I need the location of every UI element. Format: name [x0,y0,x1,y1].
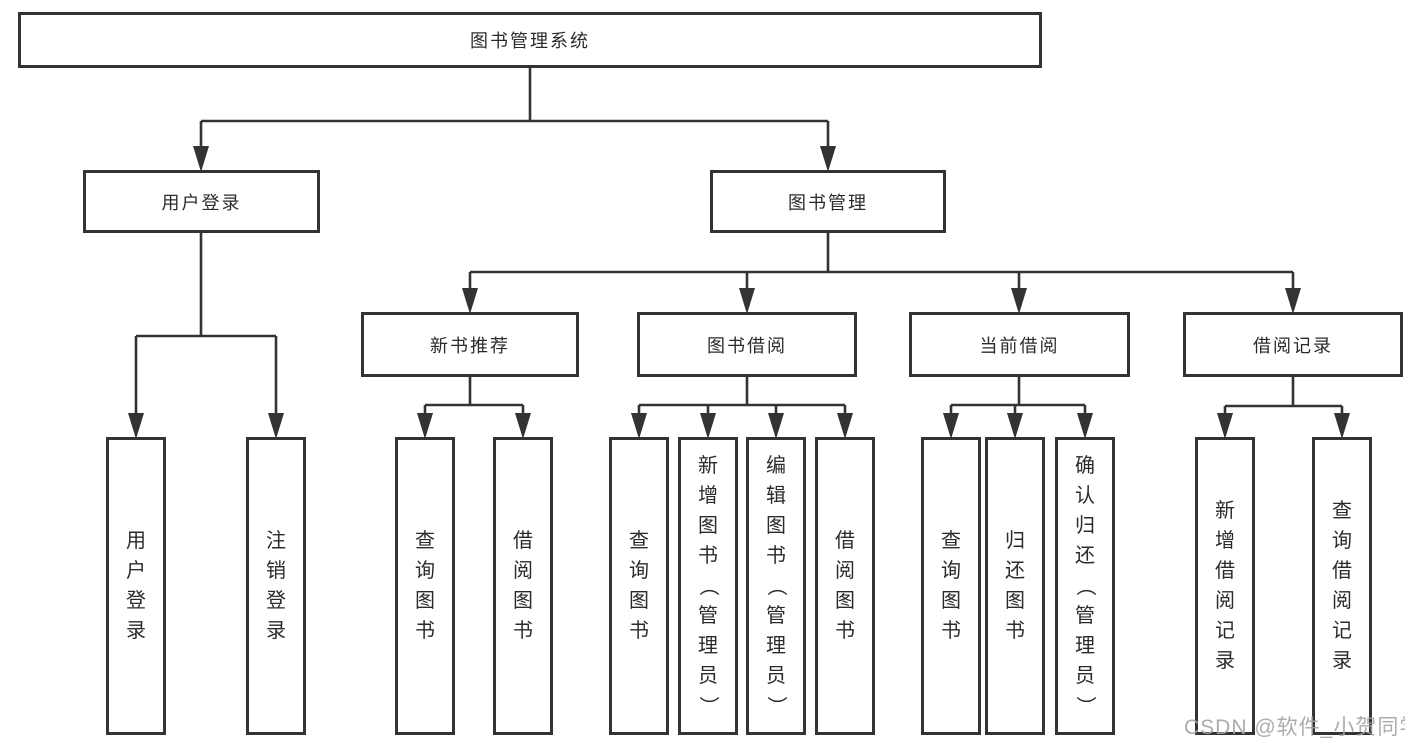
node-book-borrow-label: 图书借阅 [707,335,787,356]
leaf-add-borrow-record: 新增借阅记录 [1195,437,1255,735]
leaf-user-login-label: 用户登录 [126,530,146,642]
leaf-borrow-book-label: 借阅图书 [835,530,855,642]
node-current-borrow: 当前借阅 [909,312,1130,377]
node-new-book-recommend: 新书推荐 [361,312,579,377]
leaf-recommend-query-book-label: 查询图书 [415,530,435,642]
node-new-book-recommend-label: 新书推荐 [430,335,510,356]
leaf-borrow-book: 借阅图书 [815,437,875,735]
leaf-return-book-label: 归还图书 [1005,530,1025,642]
leaf-recommend-query-book: 查询图书 [395,437,455,735]
leaf-logout: 注销登录 [246,437,306,735]
leaf-add-borrow-record-label: 新增借阅记录 [1215,500,1235,672]
leaf-recommend-borrow-book: 借阅图书 [493,437,553,735]
leaf-confirm-return-admin-label: 确认归还（管理员） [1074,455,1096,716]
csdn-watermark: CSDN @软件_小贺同学 [1184,716,1405,739]
node-user-login: 用户登录 [83,170,320,233]
node-borrow-records-label: 借阅记录 [1253,335,1333,356]
leaf-recommend-borrow-book-label: 借阅图书 [513,530,533,642]
node-current-borrow-label: 当前借阅 [979,335,1060,356]
node-borrow-records: 借阅记录 [1183,312,1403,377]
node-root-label: 图书管理系统 [470,31,590,51]
leaf-logout-label: 注销登录 [266,530,286,642]
leaf-borrow-query-book: 查询图书 [609,437,669,735]
leaf-confirm-return-admin: 确认归还（管理员） [1055,437,1115,735]
leaf-return-book: 归还图书 [985,437,1045,735]
leaf-add-book-admin-label: 新增图书（管理员） [697,455,719,716]
leaf-current-query-book: 查询图书 [921,437,981,735]
node-root: 图书管理系统 [18,12,1042,68]
leaf-edit-book-admin: 编辑图书（管理员） [746,437,806,735]
leaf-user-login: 用户登录 [106,437,166,735]
node-book-management-label: 图书管理 [788,192,868,213]
node-book-borrow: 图书借阅 [637,312,857,377]
leaf-borrow-query-book-label: 查询图书 [629,530,649,642]
node-book-management: 图书管理 [710,170,946,233]
leaf-current-query-book-label: 查询图书 [941,530,961,642]
leaf-query-borrow-record: 查询借阅记录 [1312,437,1372,735]
leaf-edit-book-admin-label: 编辑图书（管理员） [765,455,787,716]
node-user-login-label: 用户登录 [161,192,242,213]
leaf-add-book-admin: 新增图书（管理员） [678,437,738,735]
leaf-query-borrow-record-label: 查询借阅记录 [1332,500,1352,672]
